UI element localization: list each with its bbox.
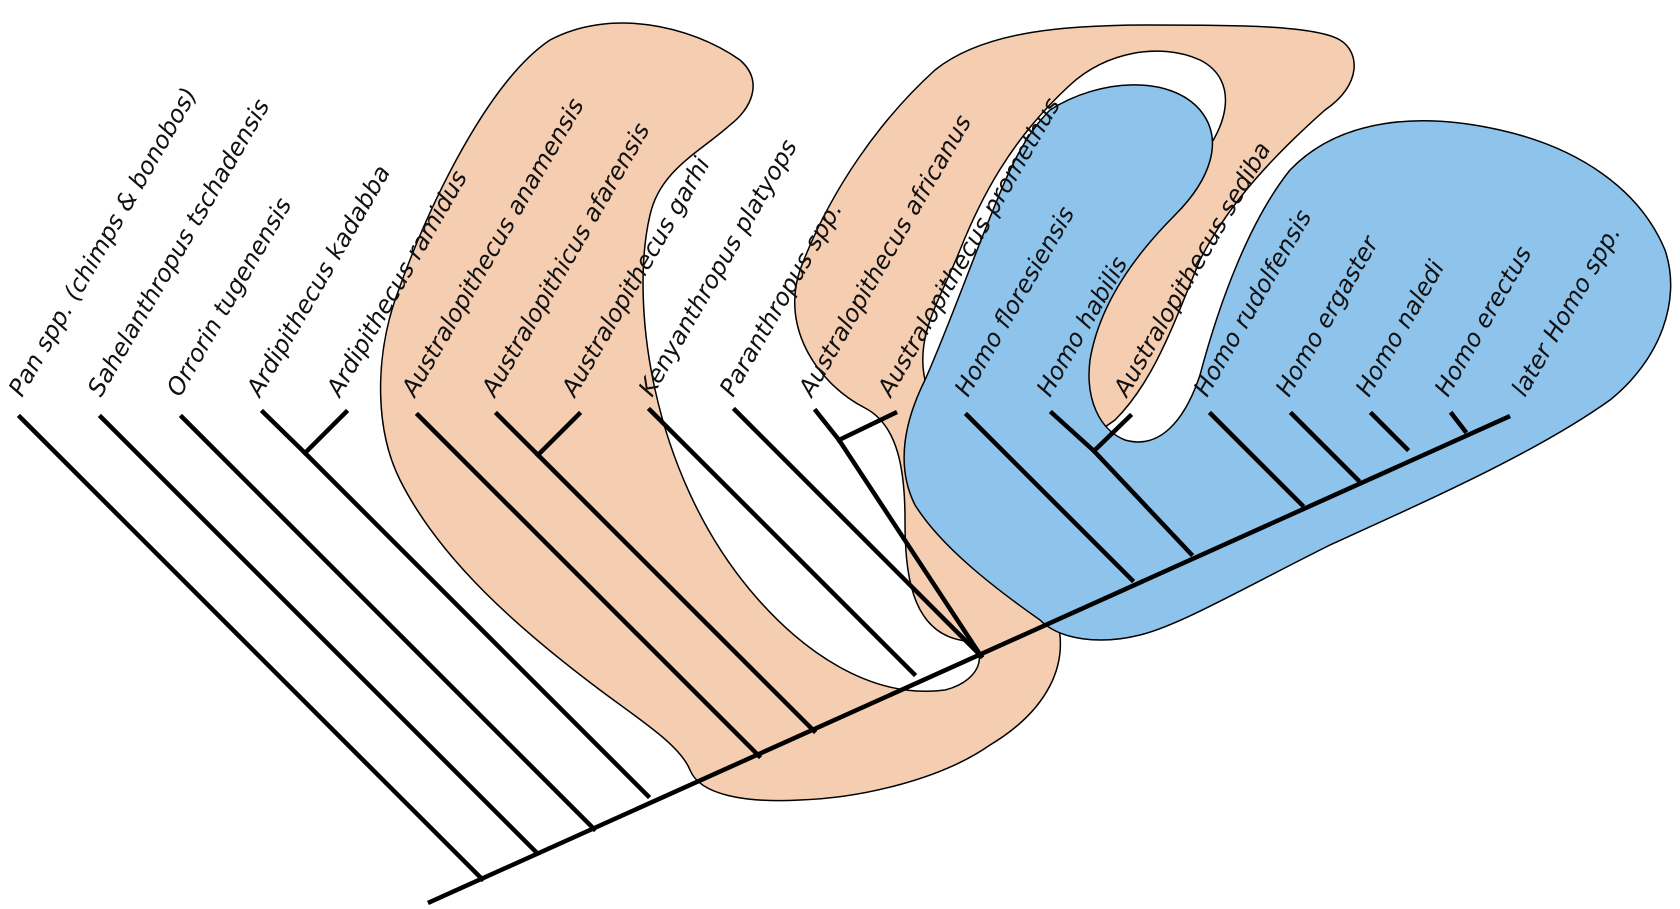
branch-australopithecus-sediba bbox=[1090, 412, 1134, 455]
branch-sahelanthropus bbox=[97, 413, 541, 857]
australopithecine-region bbox=[379, 22, 1355, 802]
branch-kenyanthropus bbox=[646, 406, 918, 678]
branch-homo-rudolfensis bbox=[1207, 410, 1306, 509]
homo-region bbox=[903, 84, 1672, 641]
branch-habilis-sediba-clade bbox=[1090, 447, 1195, 558]
branch-homo-habilis bbox=[1048, 409, 1098, 455]
branch-afarensis-garhi-clade bbox=[534, 451, 818, 735]
branch-australopithecus-garhi bbox=[534, 410, 583, 459]
branch-africanus-promethus-stem bbox=[835, 436, 985, 660]
branch-australopithicus-afarensis bbox=[493, 410, 542, 459]
branch-australopithecus-africanus bbox=[812, 407, 843, 444]
branch-homo-ergaster bbox=[1288, 410, 1362, 484]
branch-homo-erectus bbox=[1448, 410, 1469, 435]
branch-homo-naledi bbox=[1368, 410, 1411, 453]
branch-orrorin bbox=[178, 413, 598, 833]
taxon-label-ardipithecus-kadabba: Ardipithecus kadabba bbox=[240, 160, 396, 402]
branch-ardipithecus-ramidus bbox=[301, 408, 350, 457]
branch-homo-floresiensis bbox=[963, 411, 1136, 584]
branch-paranthropus bbox=[731, 406, 985, 660]
main-stem bbox=[427, 414, 1511, 905]
branch-ardipithecus-clade bbox=[301, 449, 652, 800]
branch-australopithecus-anamensis bbox=[414, 411, 763, 760]
phylogenetic-tree bbox=[16, 406, 1511, 905]
branch-ardipithecus-kadabba bbox=[259, 408, 309, 457]
branch-pan bbox=[16, 413, 486, 883]
branch-australopithecus-africanus-promethus-bar bbox=[835, 409, 899, 444]
